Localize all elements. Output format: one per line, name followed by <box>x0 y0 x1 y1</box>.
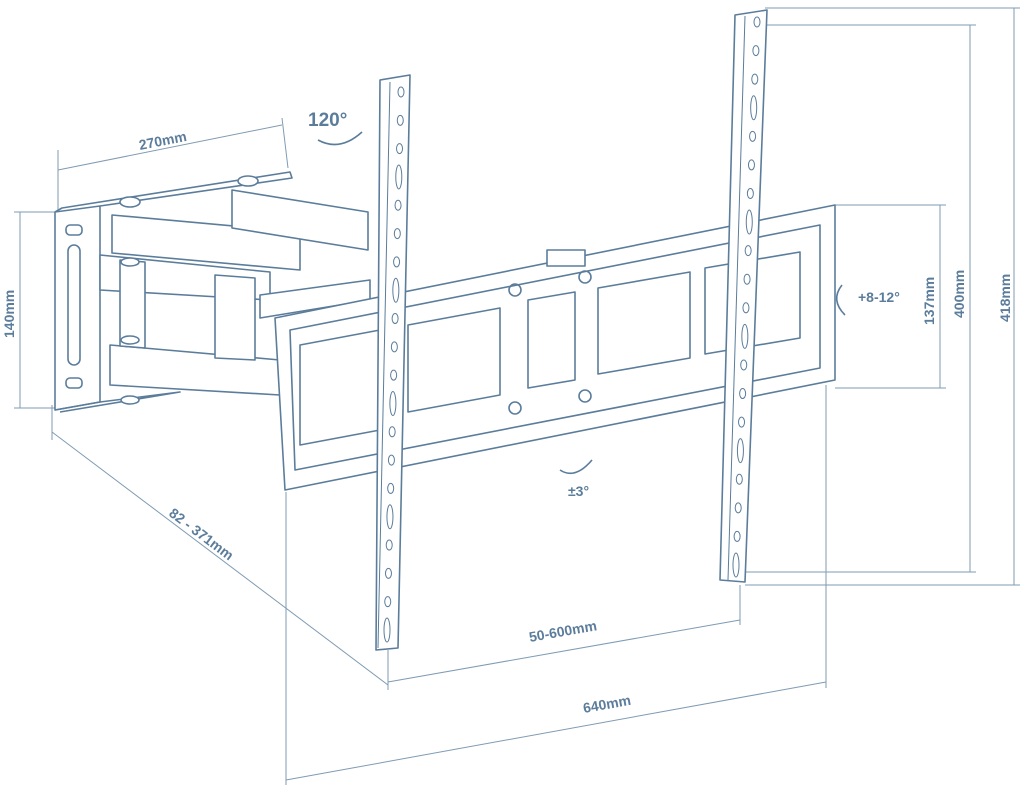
rail-hole <box>751 73 759 85</box>
rail-hole <box>383 617 391 643</box>
rail-hole <box>740 359 748 371</box>
rail-hole <box>745 209 753 235</box>
rail-hole <box>738 416 746 428</box>
vertical-rail-right <box>719 9 768 583</box>
rail-hole <box>742 302 750 314</box>
rail-hole <box>747 159 755 171</box>
rail-hole <box>753 16 761 28</box>
label-swivel: 120° <box>308 110 347 131</box>
rail-hole <box>396 114 404 126</box>
rail-hole <box>752 45 760 57</box>
rail-hole <box>732 552 740 578</box>
label-total-width: 640mm <box>582 692 632 716</box>
rail-hole <box>733 530 741 542</box>
rail-hole <box>741 323 749 349</box>
rail-hole <box>387 482 395 494</box>
rail-hole <box>391 313 399 325</box>
level-arrow-icon <box>559 459 593 475</box>
rail-hole <box>390 341 398 353</box>
rail-hole <box>393 256 401 268</box>
rail-hole <box>749 130 757 142</box>
rail-hole <box>384 596 392 608</box>
tilt-arrow-icon <box>835 284 846 316</box>
label-level: ±3° <box>568 483 589 499</box>
rail-hole <box>739 388 747 400</box>
rail-hole <box>387 454 395 466</box>
dimension-lines <box>14 7 1020 785</box>
horizontal-bracket <box>274 204 836 491</box>
label-vesa-horizontal: 50-600mm <box>528 617 598 645</box>
wall-plate <box>54 171 293 413</box>
label-tilt: +8-12° <box>858 289 900 305</box>
rail-hole <box>394 199 402 211</box>
vertical-rail-left <box>375 74 411 651</box>
rail-hole <box>743 273 751 285</box>
rail-hole <box>746 187 754 199</box>
rail-hole <box>736 438 744 464</box>
rail-hole <box>390 369 398 381</box>
rail-hole <box>397 86 405 98</box>
swivel-arrow-icon <box>317 131 363 146</box>
rail-hole <box>386 504 394 530</box>
label-bracket-height: 137mm <box>921 277 937 325</box>
rail-hole <box>388 426 396 438</box>
rail-hole <box>393 228 401 240</box>
rail-hole <box>744 245 752 257</box>
label-plate-height: 140mm <box>1 290 17 338</box>
label-total-height: 418mm <box>997 274 1013 322</box>
rail-hole <box>389 390 397 416</box>
rail-hole <box>384 567 392 579</box>
rail-hole <box>735 473 743 485</box>
rail-hole <box>734 502 742 514</box>
label-extension: 82 - 371mm <box>166 505 237 564</box>
rail-hole <box>750 95 758 121</box>
rail-hole <box>385 539 393 551</box>
label-vesa-vertical: 400mm <box>951 270 967 318</box>
rail-hole <box>392 277 400 303</box>
rail-hole <box>396 143 404 155</box>
rail-hole <box>395 164 403 190</box>
